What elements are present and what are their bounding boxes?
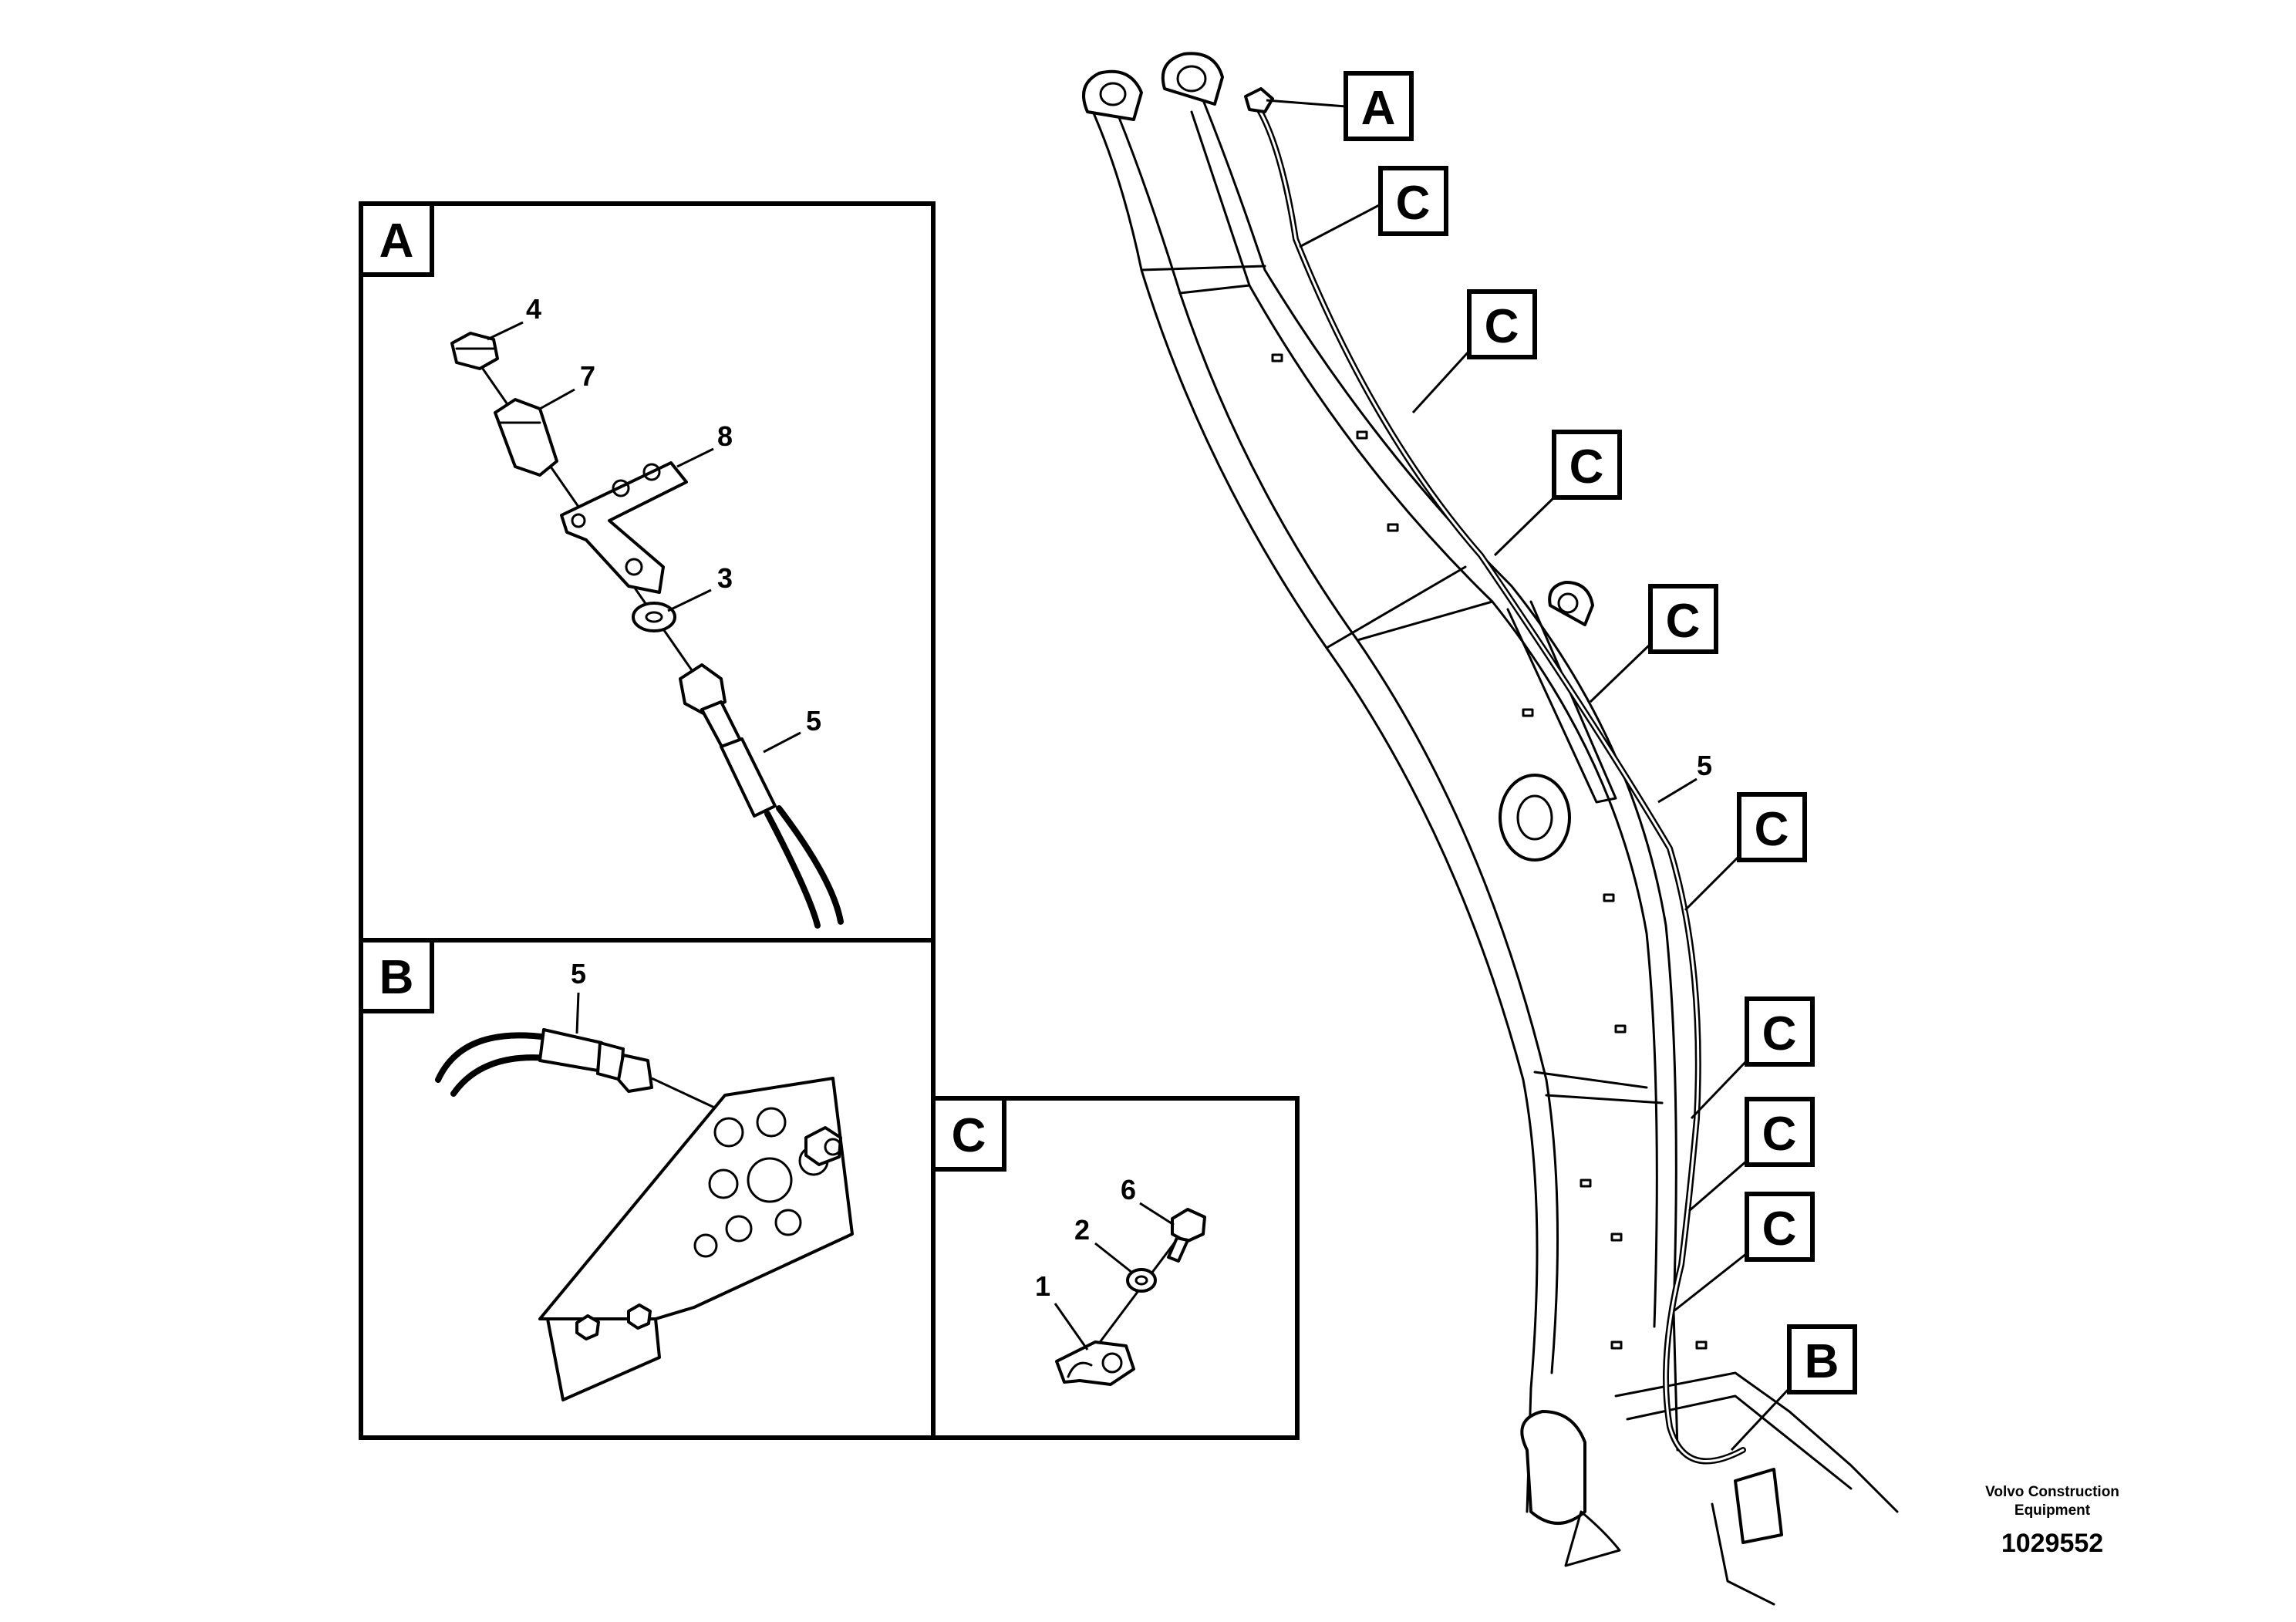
washer-part-2 — [1126, 1268, 1157, 1293]
callout-b-5: 5 — [571, 958, 586, 990]
callout-main-5: 5 — [1697, 750, 1712, 781]
nut-part-4 — [450, 332, 499, 370]
bolt-part-6 — [1167, 1208, 1206, 1263]
svg-text:C: C — [1762, 1108, 1797, 1161]
credit-line-1: Volvo Construction — [1985, 1484, 2119, 1500]
detail-label-c: C — [952, 1109, 986, 1162]
tag-main-c-7: C — [1688, 1097, 1815, 1212]
tag-main-c-2: C — [1411, 289, 1537, 414]
boom-main-view: A C C C C C C — [1082, 52, 1899, 1606]
svg-text:C: C — [1755, 803, 1789, 856]
callout-a-8: 8 — [717, 420, 733, 452]
credit-line-2: Equipment — [2014, 1502, 2091, 1519]
tag-main-c-8: C — [1673, 1192, 1815, 1313]
boom-weld-marks — [1271, 353, 1708, 1350]
tag-main-c-1: C — [1299, 166, 1448, 248]
tag-main-c-3: C — [1493, 430, 1622, 557]
tag-main-c-6: C — [1690, 996, 1815, 1120]
nut-part-3 — [632, 602, 676, 632]
svg-text:C: C — [1569, 440, 1604, 494]
bracket-part-8 — [560, 461, 688, 594]
svg-text:A: A — [1361, 82, 1396, 135]
hose-part-5 — [679, 663, 844, 929]
svg-text:C: C — [1762, 1007, 1797, 1061]
document-number: 1029552 — [2001, 1529, 2103, 1558]
bracket-plate-b — [538, 1077, 854, 1401]
clamp-part-1 — [1055, 1340, 1135, 1386]
svg-text:C: C — [1485, 300, 1519, 353]
detail-label-a: A — [379, 214, 414, 268]
detail-view-c: C 6 2 1 — [931, 1096, 1300, 1440]
callout-a-5: 5 — [806, 705, 821, 737]
tag-main-c-5: C — [1684, 792, 1807, 912]
callout-a-3: 3 — [717, 562, 733, 594]
tag-main-c-4: C — [1589, 584, 1718, 703]
detail-view-a: A — [359, 201, 936, 943]
callout-a-7: 7 — [580, 360, 595, 392]
detail-label-b: B — [379, 951, 414, 1004]
callout-a-4: 4 — [526, 293, 541, 325]
tag-main-b: B — [1730, 1324, 1857, 1452]
tag-main-a: A — [1266, 71, 1414, 141]
detail-view-b: B 5 — [359, 938, 936, 1440]
sleeve-part-7 — [494, 398, 558, 477]
callout-c-6: 6 — [1121, 1174, 1136, 1206]
svg-text:C: C — [1666, 595, 1701, 648]
callout-c-2: 2 — [1074, 1214, 1090, 1246]
svg-text:C: C — [1762, 1202, 1797, 1256]
svg-text:B: B — [1805, 1335, 1839, 1388]
hose-part-5-b — [435, 1028, 722, 1112]
svg-text:C: C — [1396, 177, 1431, 230]
callout-c-1: 1 — [1035, 1270, 1050, 1302]
